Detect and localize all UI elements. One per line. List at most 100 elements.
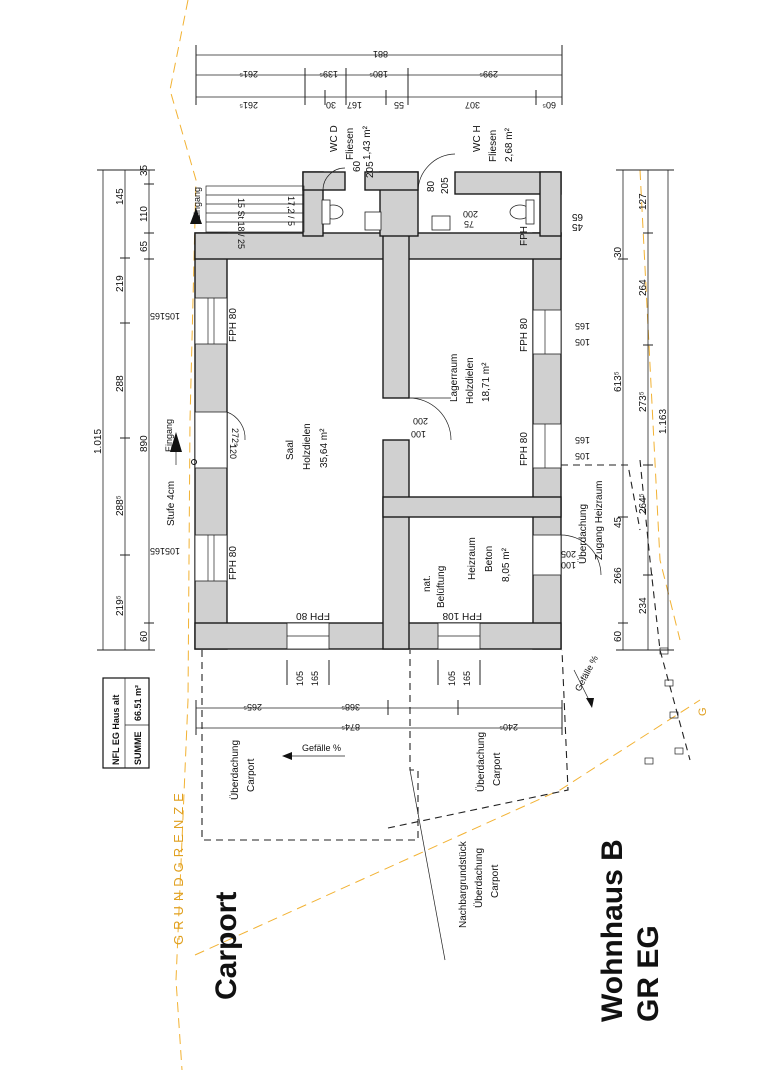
entrance-markers — [170, 432, 197, 465]
dim-left-row3-5: 60 — [139, 630, 150, 642]
dim-wc-d-205: 205 — [365, 161, 376, 178]
carport-label-1: Carport — [246, 758, 257, 792]
right-dimension-lines — [616, 169, 674, 651]
heizraum-area: 8,05 m² — [501, 547, 512, 582]
eingang-side: Eingang — [164, 419, 174, 452]
stufe-label: Stufe 4cm — [166, 481, 177, 526]
dim-left-row3-4: 890 — [139, 435, 150, 452]
nat-label: nat. — [422, 575, 433, 592]
belueftung-label: Belüftung — [436, 566, 447, 608]
dim-left-row2-5: 219⁵ — [115, 595, 126, 616]
gefaelle-label-right: Gefälle % — [573, 654, 600, 693]
nachbar-line-3: Carport — [490, 864, 501, 898]
lagerraum-floor: Holzdielen — [465, 357, 476, 404]
dim-wc-h-205: 205 — [440, 177, 451, 194]
door-swings — [226, 153, 602, 576]
dim-right-win1-b: 105 — [575, 337, 590, 347]
windows-bottom — [286, 622, 481, 650]
wc-d-floor: Fliesen — [345, 128, 356, 160]
dim-left-total: 1.015 — [93, 429, 104, 454]
dim-left-door-a: 272⁵ — [230, 428, 240, 447]
eingang-top: Eingang — [192, 187, 202, 220]
fph-left-top: FPH 80 — [228, 308, 239, 342]
heizraum-floor: Beton — [484, 546, 495, 572]
dim-left-win2-b: 105 — [165, 546, 180, 556]
dim-right-row2-4: 264⁵ — [638, 493, 649, 514]
sanitary-fixtures — [321, 199, 535, 231]
stairs-label: 15 St 18 / 25 — [236, 198, 246, 249]
dim-left-row3-3: 65 — [139, 240, 150, 252]
dim-top-row3-1: 261⁵ — [239, 100, 258, 110]
dim-top-row3-6: 60⁵ — [542, 100, 556, 110]
dim-right-row3-4: 613⁵ — [613, 371, 624, 392]
dim-right-win2-b: 105 — [575, 451, 590, 461]
dim-right-row2-2: 264 — [638, 279, 649, 296]
wc-d-area: 1,43 m² — [362, 125, 373, 160]
wc-h-floor: Fliesen — [488, 130, 499, 162]
dim-right-row3-6: 266 — [613, 567, 624, 584]
g-marker: G — [697, 707, 709, 716]
title-carport: Carport — [210, 892, 243, 1000]
dim-top-row2-3: 180⁵ — [369, 69, 388, 79]
dim-left-win1-a: 165 — [150, 311, 165, 321]
dim-bottom-2: 368⁵ — [341, 702, 360, 712]
dim-door-heiz-205: 205 — [561, 549, 576, 559]
dim-right-row2-3: 273⁵ — [638, 391, 649, 412]
windows-right — [532, 309, 562, 576]
dim-right-win1-a: 165 — [575, 321, 590, 331]
bottom-dimension-lines — [195, 660, 563, 735]
drain-markers — [644, 647, 684, 765]
dim-left-win1-b: 105 — [165, 311, 180, 321]
title-gr-eg: GR EG — [632, 925, 665, 1022]
summary-title: NFL EG Haus alt — [111, 695, 121, 765]
wc-d-name: WC D — [329, 125, 340, 152]
grundgrenze-label: GRUNDGRENZE — [171, 788, 186, 945]
dim-door-saal-200: 200 — [413, 416, 428, 426]
dim-top-row2-2: 139⁵ — [319, 69, 338, 79]
dim-top-row3-3: 167 — [347, 100, 362, 110]
top-dimension-lines — [195, 45, 563, 105]
nachbar-line-2: Überdachung — [473, 848, 485, 908]
room-wc-d: WC D Fliesen 1,43 m² — [329, 125, 373, 160]
dim-right-win2-a: 165 — [575, 435, 590, 445]
carport-label-2: Carport — [492, 752, 503, 786]
dim-bottom-1: 265⁵ — [243, 702, 262, 712]
dim-right-row3-5: 45 — [613, 516, 624, 528]
saal-floor: Holzdielen — [302, 423, 313, 470]
zugang-heizraum: Zugang Heizraum — [594, 481, 605, 560]
dim-wc-h-80: 80 — [426, 180, 437, 192]
dim-bottom-3: 240⁵ — [499, 722, 518, 732]
stairs-label-2: 17,2 / 5 — [286, 196, 296, 226]
dim-right-row3-2: 65 — [571, 211, 583, 222]
dim-bottom-4: 874⁵ — [341, 722, 360, 732]
dim-right-row3-7: 60 — [613, 630, 624, 642]
dim-wc-h-200: 200 — [463, 209, 478, 219]
dim-bottom-win1-a: 105 — [295, 671, 305, 686]
dim-left-row2-2: 219 — [115, 275, 126, 292]
fph-right-wc: FPH — [519, 226, 530, 246]
lagerraum-area: 18,71 m² — [481, 362, 492, 402]
dim-left-row2-1: 145 — [115, 188, 126, 205]
heizraum-name: Heizraum — [467, 537, 478, 580]
wc-h-name: WC H — [472, 125, 483, 152]
dim-top-row3-2: 30 — [326, 100, 336, 110]
summary-sum-value: 66.51 m² — [133, 685, 143, 721]
dim-bottom-win2-b: 165 — [462, 671, 472, 686]
carport-ueberdachung-1: Überdachung — [229, 740, 241, 800]
dim-top-row3-4: 55 — [394, 100, 404, 110]
lagerraum-name: Lagerraum — [449, 354, 460, 402]
property-line — [169, 0, 701, 1071]
dim-left-row3-1: 35 — [139, 164, 150, 176]
fph-left-bottom: FPH 80 — [228, 546, 239, 580]
summary-box — [102, 677, 150, 769]
dim-bottom-win2-a: 105 — [447, 671, 457, 686]
dim-left-row2-3: 288 — [115, 375, 126, 392]
carport-outline — [201, 459, 691, 961]
room-heizraum: Heizraum Beton 8,05 m² — [467, 537, 512, 582]
dim-left-win2-a: 165 — [150, 546, 165, 556]
dim-right-row3-1: 45 — [571, 221, 583, 232]
dim-left-row3-2: 110 — [139, 206, 150, 222]
room-wc-h: WC H Fliesen 2,68 m² — [472, 125, 515, 162]
dim-bottom-win1-b: 165 — [310, 671, 320, 686]
gefaelle-arrow-right — [573, 669, 594, 708]
